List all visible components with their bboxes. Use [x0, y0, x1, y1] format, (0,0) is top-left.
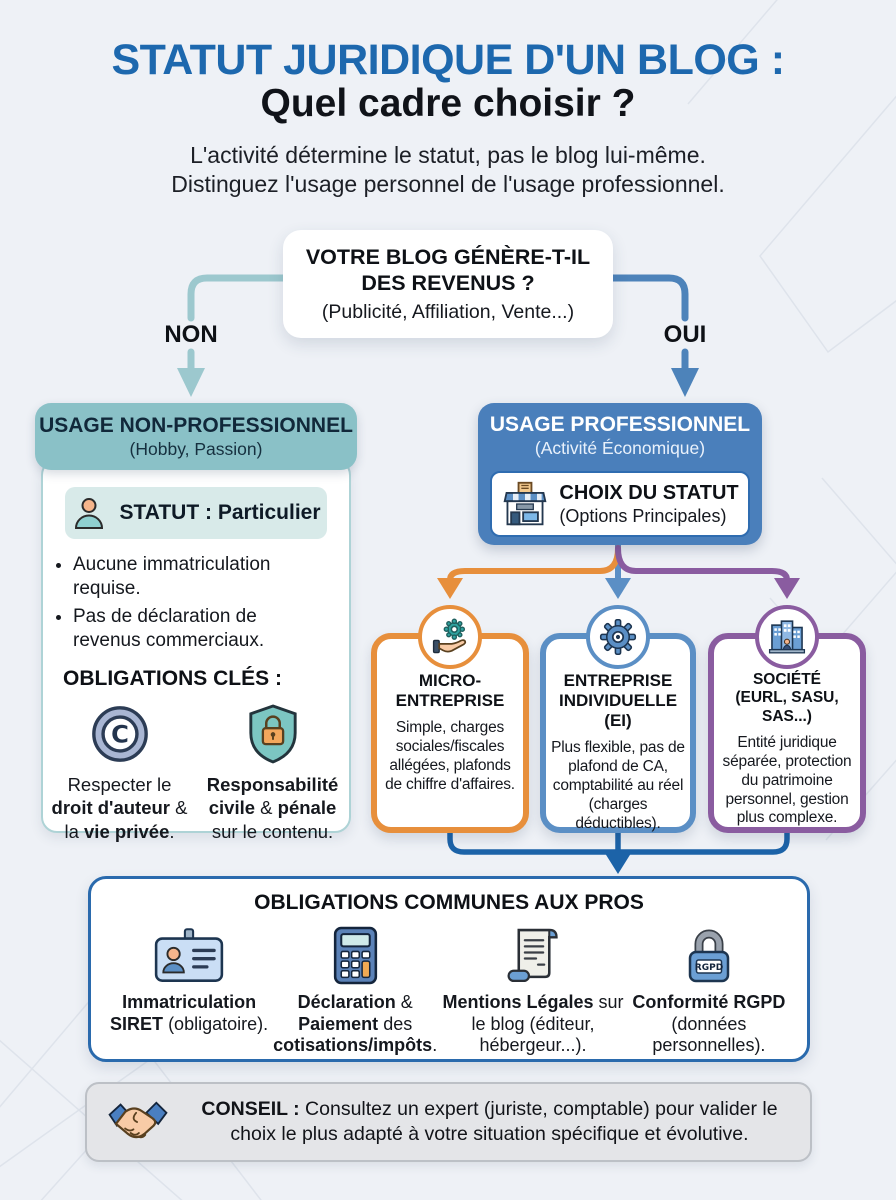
branch-label-non: NON [164, 321, 218, 348]
rgpd-lock-icon: RGPD [627, 921, 791, 985]
status-label: STATUT : Particulier [119, 501, 321, 524]
hand-gear-icon [418, 605, 482, 669]
page-title: STATUT JURIDIQUE D'UN BLOG : [111, 36, 785, 84]
common-obligations-title: OBLIGATIONS COMMUNES AUX PROS [254, 891, 644, 914]
advice-text: CONSEIL : Consultez un expert (juriste, … [201, 1097, 778, 1145]
key-obligations-title: OBLIGATIONS CLÉS : [63, 666, 282, 690]
choice-title: CHOIX DU STATUT [559, 481, 739, 504]
decision-hint: (Publicité, Affiliation, Vente...) [321, 300, 575, 323]
branch-label-oui: OUI [663, 321, 707, 348]
non-professional-subtitle: (Hobby, Passion) [129, 438, 263, 459]
intro-line-2: Distinguez l'usage personnel de l'usage … [171, 171, 725, 198]
svg-text:RGPD: RGPD [695, 963, 723, 973]
non-professional-header: USAGE NON-PROFESSIONNEL (Hobby, Passion) [35, 403, 357, 470]
option-title: SOCIÉTÉ (EURL, SASU, SAS...) [735, 671, 839, 725]
professional-subtitle: (Activité Économique) [534, 438, 706, 458]
obligation-mentions-legales: Mentions Légales sur le blog (éditeur, h… [439, 921, 627, 1057]
option-description: Simple, charges sociales/fiscales allégé… [385, 719, 515, 793]
decision-question-line1: VOTRE BLOG GÉNÈRE-T-IL [305, 245, 591, 269]
decision-box: VOTRE BLOG GÉNÈRE-T-IL DES REVENUS ? (Pu… [283, 230, 613, 338]
building-icon [755, 605, 819, 669]
common-obligations-row: Immatriculation SIRET (obligatoire). [91, 915, 807, 1057]
person-icon [71, 495, 107, 531]
gear-icon [586, 605, 650, 669]
decision-question-line2: DES REVENUS ? [361, 270, 535, 295]
professional-title: USAGE PROFESSIONNEL [489, 413, 751, 436]
copyright-text: Respecter le droit d'auteur & la vie pri… [51, 773, 188, 843]
obligation-rgpd: RGPD Conformité RGPD (données personnell… [627, 921, 791, 1057]
option-description: Entité juridique séparée, protection du … [722, 733, 852, 827]
liability-obligation: Responsabilité civile & pénale sur le co… [196, 701, 349, 844]
copyright-obligation: C Respecter le droit d'auteur & la vie p… [43, 701, 196, 844]
professional-header: USAGE PROFESSIONNEL (Activité Économique… [478, 403, 762, 459]
bullet-item: Pas de déclaration de revenus commerciau… [73, 605, 328, 653]
shield-lock-icon [196, 701, 349, 767]
intro-line-1: L'activité détermine le statut, pas le b… [190, 142, 706, 168]
common-obligations-box: OBLIGATIONS COMMUNES AUX PROS Immatricul… [88, 876, 810, 1062]
advice-box: CONSEIL : Consultez un expert (juriste, … [85, 1082, 812, 1162]
option-title: MICRO- ENTREPRISE [395, 671, 505, 711]
copyright-icon: C [43, 701, 196, 767]
obligation-text: Immatriculation SIRET (obligatoire). [110, 992, 269, 1034]
obligation-text: Déclaration & Paiement des cotisations/i… [273, 992, 438, 1056]
calculator-icon [271, 921, 439, 985]
option-card-micro-entreprise: MICRO- ENTREPRISE Simple, charges social… [371, 605, 529, 833]
handshake-icon [105, 1097, 171, 1147]
professional-card: USAGE PROFESSIONNEL (Activité Économique… [478, 403, 762, 545]
obligation-text: Mentions Légales sur le blog (éditeur, h… [442, 992, 624, 1056]
choice-subtitle: (Options Principales) [559, 505, 727, 526]
svg-text:C: C [111, 720, 129, 748]
option-card-entreprise-individuelle: ENTREPRISE INDIVIDUELLE (EI) Plus flexib… [540, 605, 696, 833]
storefront-icon [501, 481, 549, 527]
key-obligations-row: C Respecter le droit d'auteur & la vie p… [43, 701, 349, 844]
status-pill: STATUT : Particulier [65, 487, 327, 539]
id-card-icon [107, 921, 271, 985]
obligation-siret: Immatriculation SIRET (obligatoire). [107, 921, 271, 1057]
option-card-societe: SOCIÉTÉ (EURL, SASU, SAS...) Entité juri… [708, 605, 866, 833]
non-professional-body: STATUT : Particulier Aucune immatriculat… [41, 459, 351, 842]
non-professional-bullets: Aucune immatriculation requise. Pas de d… [43, 553, 349, 653]
scroll-icon [439, 921, 627, 985]
obligation-cotisations: Déclaration & Paiement des cotisations/i… [271, 921, 439, 1057]
liability-text: Responsabilité civile & pénale sur le co… [206, 773, 339, 843]
bullet-item: Aucune immatriculation requise. [73, 553, 328, 601]
status-choice-box: CHOIX DU STATUT (Options Principales) [490, 471, 750, 537]
obligation-text: Conformité RGPD (données personnelles). [632, 992, 786, 1056]
page-title-question: Quel cadre choisir ? [260, 82, 636, 125]
non-professional-title: USAGE NON-PROFESSIONNEL [39, 413, 353, 437]
non-professional-card: STATUT : Particulier Aucune immatriculat… [35, 403, 357, 842]
option-description: Plus flexible, pas de plafond de CA, com… [551, 739, 685, 832]
intro-text: L'activité détermine le statut, pas le b… [0, 141, 896, 199]
option-title: ENTREPRISE INDIVIDUELLE (EI) [558, 671, 678, 731]
